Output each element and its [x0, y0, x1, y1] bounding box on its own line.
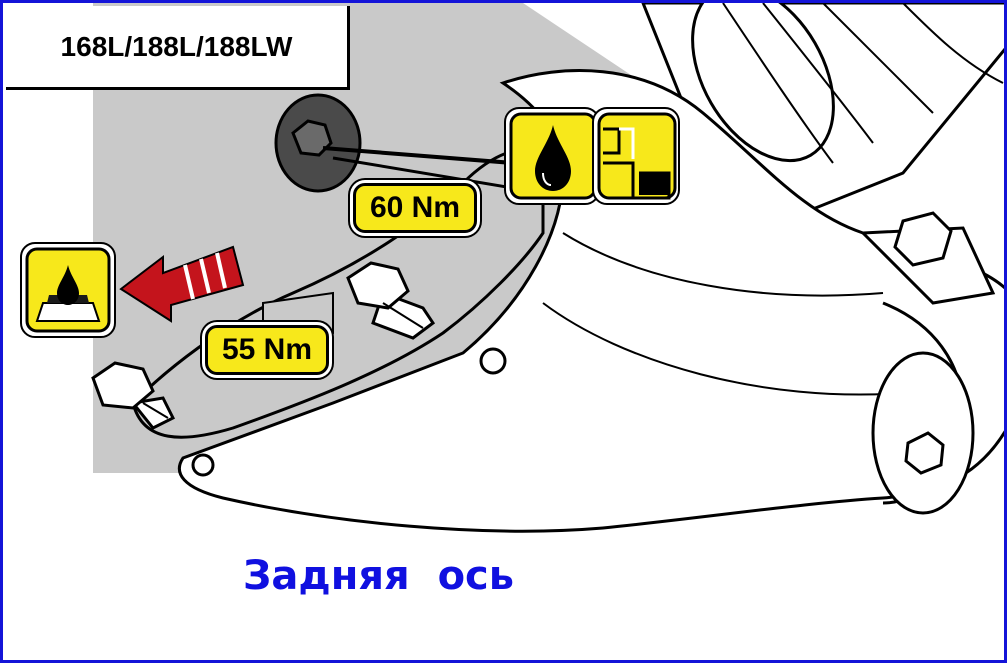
- fill-level-icon: [592, 107, 680, 205]
- differential-housing: [177, 69, 1004, 533]
- torque-label-upper: 60 Nm: [353, 183, 477, 233]
- model-label: 168L/188L/188LW: [6, 6, 350, 90]
- torque-label-lower: 55 Nm: [205, 325, 329, 375]
- right-mount-bolt: [859, 211, 996, 475]
- middle-bolt: [346, 261, 436, 340]
- sealant-drop-icon: [20, 242, 116, 338]
- filler-plug: [274, 93, 514, 193]
- arrow-left-icon: [119, 245, 245, 323]
- lower-bolt: [91, 361, 176, 430]
- caption: Задняя ось: [243, 553, 515, 599]
- oil-drop-icon: [504, 107, 600, 205]
